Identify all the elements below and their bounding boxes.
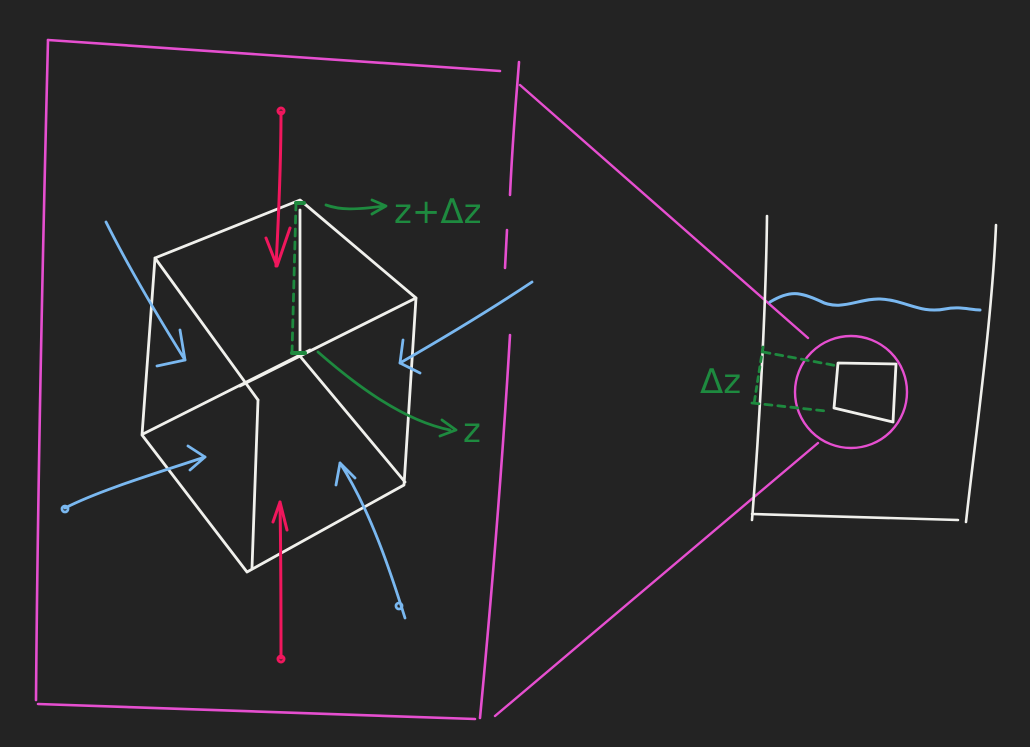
zoom-circle	[793, 334, 909, 450]
water-container	[750, 214, 998, 524]
fluid-element-cube	[140, 198, 418, 574]
small-fluid-element	[832, 361, 898, 424]
bottom-label-arrow	[316, 350, 452, 432]
bottom-arrow-shaft	[278, 500, 283, 660]
side-pressure-arrows	[60, 220, 534, 620]
label-top-height: z+Δz	[394, 192, 481, 232]
bottom-arrow-head	[271, 500, 289, 532]
thickness-annotation	[750, 345, 840, 413]
water-surface	[768, 292, 982, 312]
container-right-wall	[964, 223, 998, 524]
container-left-wall	[750, 214, 769, 522]
label-thickness: Δz	[700, 362, 741, 402]
magnified-frame	[34, 38, 521, 721]
container-bottom	[750, 512, 960, 522]
top-arrow-shaft	[274, 110, 283, 268]
vertical-pressure-arrows	[264, 106, 292, 664]
zoom-connector-lines	[493, 83, 820, 718]
label-bottom-height: z	[463, 411, 481, 451]
height-annotations	[290, 198, 458, 438]
cube-height-dashes	[290, 201, 298, 355]
top-label-arrow	[324, 203, 386, 211]
top-arrow-head	[264, 226, 292, 268]
